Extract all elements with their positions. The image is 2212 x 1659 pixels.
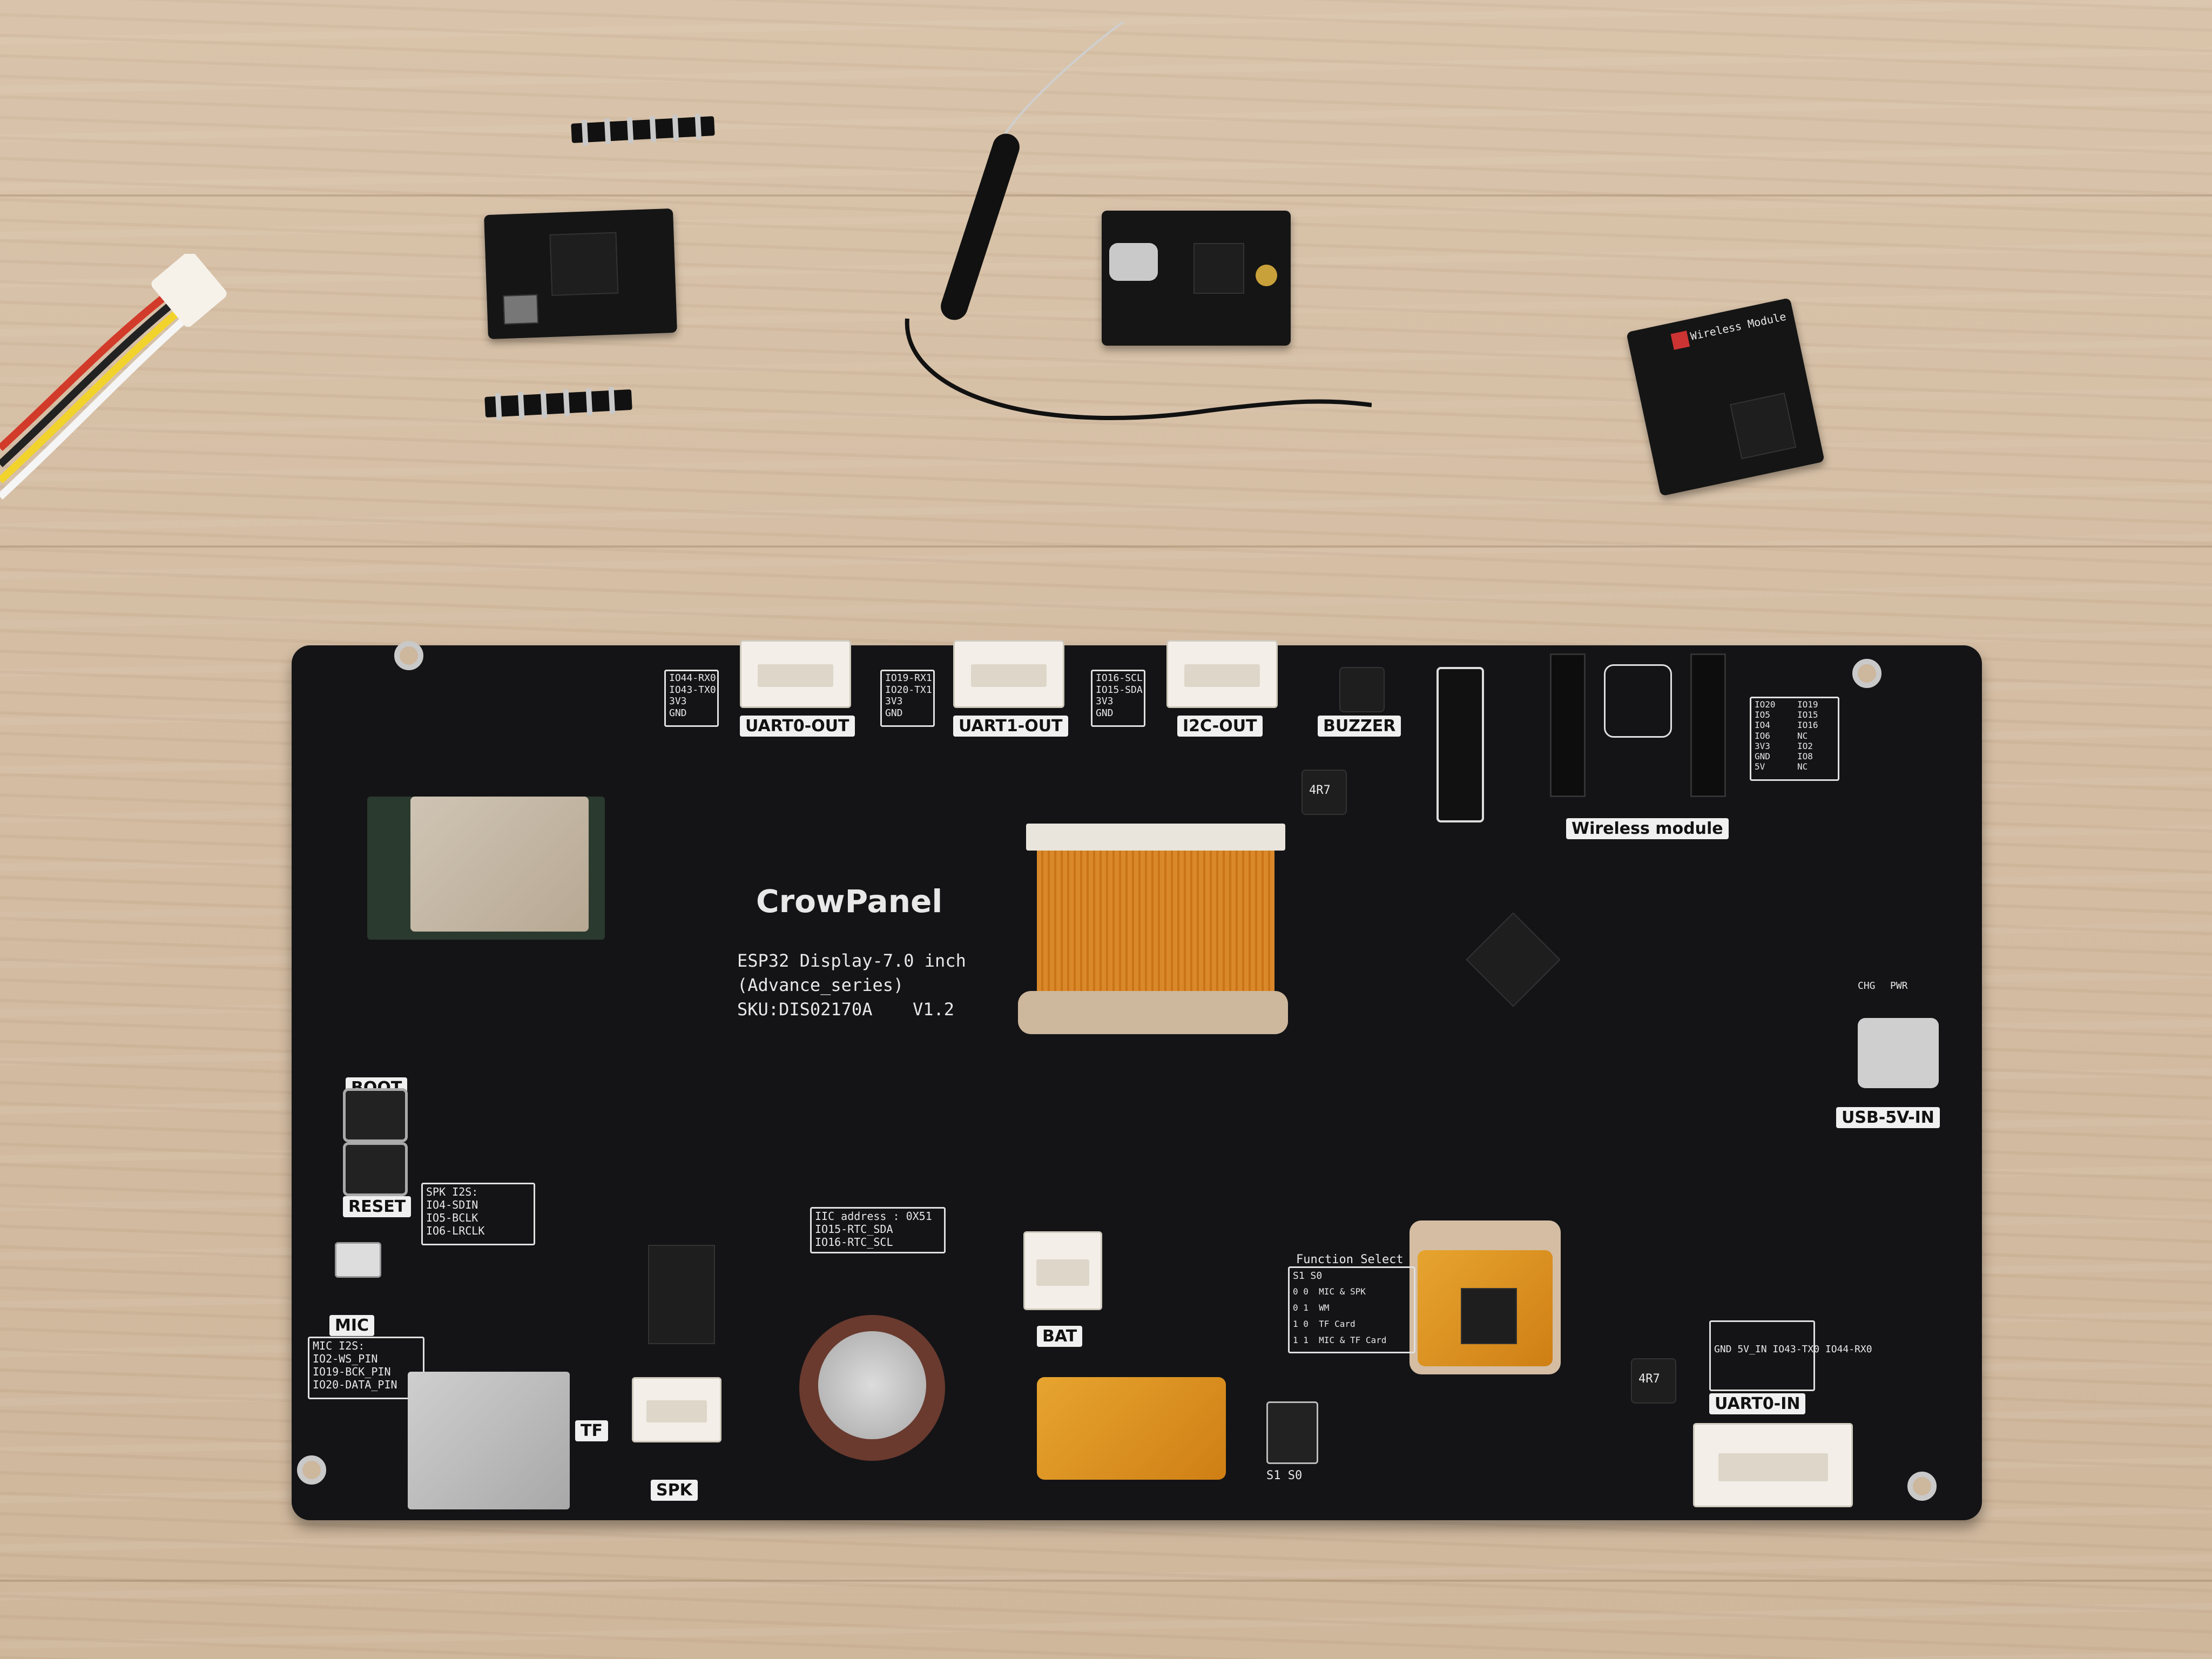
spk-connector[interactable] bbox=[632, 1377, 721, 1442]
spk-i2s-box: SPK I2S: IO4-SDIN IO5-BCLK IO6-LRCLK bbox=[421, 1183, 535, 1245]
uart1-out-label: UART1-OUT bbox=[953, 716, 1068, 737]
brand-logo: CrowPanel bbox=[756, 883, 943, 920]
board-version: V1.2 bbox=[913, 999, 955, 1020]
mount-hole-tr bbox=[1852, 659, 1881, 688]
reset-label: RESET bbox=[343, 1196, 412, 1217]
pin-header-bottom bbox=[484, 387, 632, 421]
bat-connector[interactable] bbox=[1023, 1231, 1102, 1310]
board-series: (Advance_series) bbox=[737, 975, 904, 995]
wireless-header-right bbox=[1690, 653, 1726, 797]
wireless-center-marker bbox=[1604, 664, 1672, 738]
pin-header-top bbox=[571, 113, 715, 146]
mic-component bbox=[335, 1242, 381, 1278]
stc-mcu bbox=[1466, 912, 1561, 1007]
loose-module-center bbox=[1102, 211, 1291, 346]
esp32-module bbox=[367, 797, 605, 940]
buzzer bbox=[1339, 667, 1385, 712]
uart0-pin-box: IO44-RX0 IO43-TX0 3V3 GND bbox=[664, 670, 719, 727]
inductor-top: 4R7 bbox=[1301, 770, 1347, 815]
display-ribbon bbox=[1037, 851, 1274, 996]
tf-card-slot[interactable] bbox=[408, 1372, 570, 1509]
crowpanel-board: CrowPanel ESP32 Display-7.0 inch (Advanc… bbox=[292, 640, 1982, 1520]
wireless-module-label: Wireless module bbox=[1566, 818, 1729, 839]
i2c-out-connector[interactable] bbox=[1166, 640, 1278, 708]
switch-label: S1 S0 bbox=[1266, 1469, 1303, 1482]
i2c-pin-box: IO16-SCL IO15-SDA 3V3 GND bbox=[1091, 670, 1145, 727]
loose-wireless-module: Wireless Module bbox=[1626, 298, 1825, 496]
wood-seam bbox=[0, 545, 2212, 548]
uart1-pin-box: IO19-RX1 IO20-TX1 3V3 GND bbox=[880, 670, 935, 727]
inductor-bottom: 4R7 bbox=[1631, 1358, 1676, 1404]
touch-flex-upper bbox=[1418, 1250, 1553, 1366]
audio-amp bbox=[648, 1245, 715, 1344]
mic-i2s-box: MIC I2S: IO2-WS_PIN IO19-BCK_PIN IO20-DA… bbox=[308, 1337, 424, 1399]
uart1-out-connector[interactable] bbox=[953, 640, 1064, 708]
uart0-in-label: UART0-IN bbox=[1709, 1393, 1806, 1414]
board-title: ESP32 Display-7.0 inch bbox=[737, 950, 966, 971]
mount-hole-tl bbox=[394, 641, 423, 670]
wireless-pin-box: IO20 IO5 IO4 IO6 3V3 GND 5V IO19 IO15 IO… bbox=[1750, 697, 1839, 781]
touch-flex-lower bbox=[1037, 1377, 1226, 1480]
usb-5v-in-label: USB-5V-IN bbox=[1836, 1107, 1940, 1128]
boot-button[interactable] bbox=[343, 1088, 408, 1142]
rtc-coin-cell bbox=[818, 1331, 926, 1439]
wood-seam bbox=[0, 1580, 2212, 1582]
uart0-out-connector[interactable] bbox=[740, 640, 851, 708]
antenna bbox=[886, 21, 1372, 454]
dip-switch[interactable] bbox=[1266, 1401, 1318, 1464]
pwr-label: PWR bbox=[1890, 980, 1908, 992]
usb-c-port[interactable] bbox=[1858, 1018, 1939, 1088]
uart0-in-connector[interactable] bbox=[1693, 1423, 1853, 1507]
function-select-title: Function Select bbox=[1296, 1253, 1404, 1266]
spk-label: SPK bbox=[651, 1480, 698, 1501]
tf-label: TF bbox=[575, 1420, 608, 1441]
uart0-out-label: UART0-OUT bbox=[740, 716, 855, 737]
i2c-out-label: I2C-OUT bbox=[1177, 716, 1263, 737]
wireless-header-left bbox=[1550, 653, 1586, 797]
wireless-module-label: Wireless Module bbox=[1689, 309, 1788, 343]
board-sku: SKU:DIS02170A bbox=[737, 999, 873, 1020]
mount-hole-br bbox=[1907, 1472, 1937, 1501]
ribbon-slot bbox=[1018, 991, 1288, 1034]
fpc-cable bbox=[1437, 667, 1484, 822]
reset-button[interactable] bbox=[343, 1142, 408, 1196]
mic-label: MIC bbox=[329, 1315, 375, 1336]
chg-label: CHG bbox=[1858, 980, 1876, 992]
buzzer-label: BUZZER bbox=[1318, 716, 1401, 737]
uart0-in-pin-box: GND 5V_IN IO43-TX0 IO44-RX0 bbox=[1709, 1320, 1872, 1391]
display-connector bbox=[1026, 824, 1285, 851]
loose-module-left bbox=[484, 208, 677, 340]
mount-hole-bl bbox=[297, 1455, 326, 1485]
iic-address-box: IIC address : 0X51 IO15-RTC_SDA IO16-RTC… bbox=[810, 1207, 946, 1253]
function-select-table: S1 S0 0 0 MIC & SPK 0 1 WM 1 0 TF Card 1… bbox=[1288, 1266, 1415, 1353]
jst-cable bbox=[0, 251, 227, 535]
bat-label: BAT bbox=[1037, 1326, 1083, 1347]
wood-seam bbox=[0, 194, 2212, 197]
